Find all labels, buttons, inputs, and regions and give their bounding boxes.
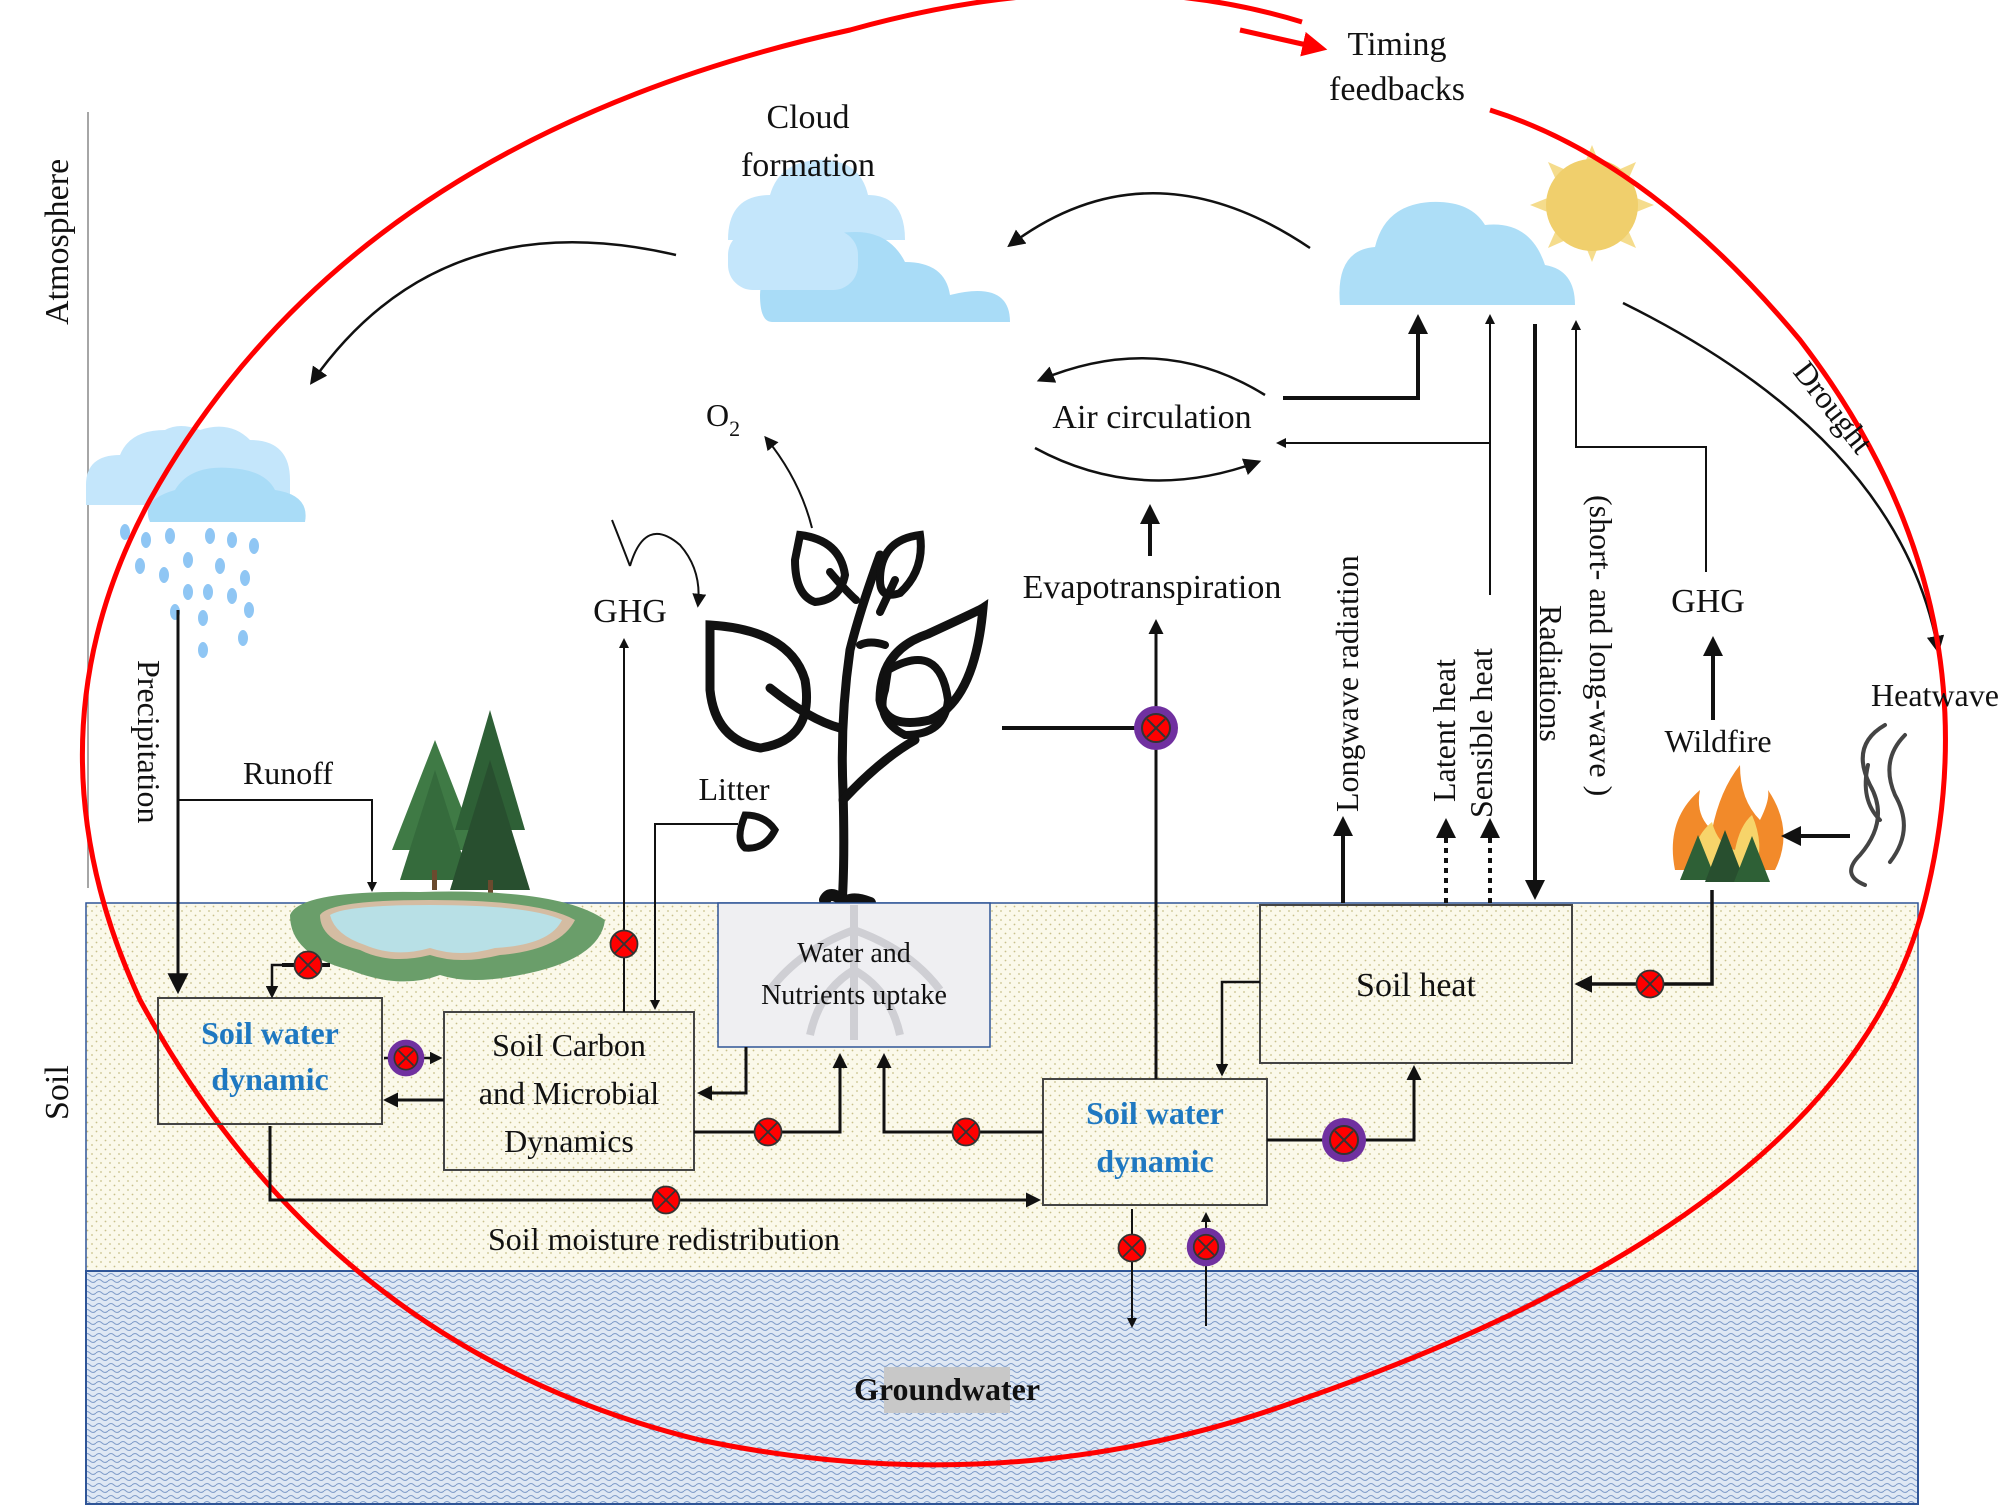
groundwater-label: Groundwater <box>854 1371 1040 1407</box>
lake-icon <box>290 891 605 982</box>
soil-carbon-line2: and Microbial <box>479 1075 660 1111</box>
arc-sun-to-cloud <box>1007 192 1311 250</box>
marker-plant-to-et <box>1133 705 1179 751</box>
soil-carbon-line1: Soil Carbon <box>492 1027 646 1063</box>
longwave-radiation-label: Longwave radiation <box>1329 555 1365 812</box>
wildfire-icon <box>1672 765 1784 882</box>
lake-to-soilwater-arrow <box>265 963 282 999</box>
feedback-loop-arrow <box>1239 27 1328 57</box>
soil-zone-label: Soil <box>39 1065 76 1120</box>
heatwave-icon <box>1849 723 1907 887</box>
marker-wildfire-to-soilheat <box>1635 969 1665 999</box>
sensible-heat-label: Sensible heat <box>1463 648 1499 818</box>
precipitation-label: Precipitation <box>131 660 167 824</box>
groundwater-label-bg <box>884 1367 1010 1413</box>
ghg-right-label: GHG <box>1671 583 1745 620</box>
atmosphere-zone-label: Atmosphere <box>39 159 76 325</box>
runoff-label: Runoff <box>243 755 333 791</box>
soilwater-to-soilheat-arrow <box>1267 1065 1422 1142</box>
uptake-line2: Nutrients uptake <box>761 980 947 1011</box>
redistribution-arrow <box>268 1126 1041 1208</box>
o2-label: O2 <box>706 397 740 441</box>
air-circulation-arc-top <box>1036 357 1266 397</box>
raindrops-icon <box>120 524 259 658</box>
soil-heat-label: Soil heat <box>1356 967 1476 1004</box>
soil-water-left-line2: dynamic <box>211 1061 328 1097</box>
cloud-formation-icon <box>728 160 1010 322</box>
radiations-label: Radiations <box>1533 605 1569 742</box>
marker-redistribution <box>651 1185 681 1215</box>
soilheat-to-soilwater-arrow <box>1215 980 1260 1077</box>
air-circulation-arc-bottom <box>1034 446 1262 482</box>
soil-carbon-box <box>443 1011 695 1171</box>
o2-arrow <box>764 435 813 529</box>
drought-label: Drought <box>1786 354 1880 460</box>
soil-water-center-line2: dynamic <box>1096 1143 1213 1179</box>
runoff-arrow <box>178 799 377 892</box>
soil-water-left-line1: Soil water <box>201 1015 339 1051</box>
marker-capillary-rise <box>1185 1226 1227 1268</box>
ghg-left-squiggle-arrow <box>611 519 699 605</box>
carbon-to-uptake-arrow <box>694 1053 848 1134</box>
plant-icon <box>705 530 989 911</box>
heatwave-label: Heatwave <box>1871 677 1999 713</box>
marker-soilwater-to-soilheat <box>1321 1117 1367 1163</box>
marker-soilwater-to-uptake <box>951 1117 981 1147</box>
wildfire-label: Wildfire <box>1664 723 1771 759</box>
marker-lake-to-soilwater <box>293 950 323 980</box>
cloud-formation-label-2: formation <box>741 147 875 184</box>
arc-cloud-to-rain <box>309 240 677 385</box>
marker-carbon-to-ghg <box>609 929 639 959</box>
pine-trees-icon <box>392 710 530 898</box>
marker-drainage <box>1117 1233 1147 1263</box>
soil-carbon-line3: Dynamics <box>504 1123 634 1159</box>
roots-icon <box>766 905 944 1040</box>
wildfire-to-soilheat-arrow <box>1574 890 1714 993</box>
arc-drought <box>1622 301 1945 654</box>
ghg-right-to-sun-line <box>1571 320 1707 572</box>
timing-feedback-loop <box>80 0 1948 1468</box>
rain-cloud-icon <box>86 426 306 522</box>
air-to-cloud-arrow <box>1283 314 1428 400</box>
marker-soilwater-to-carbon <box>386 1038 426 1078</box>
timing-feedbacks-label-2: feedbacks <box>1329 71 1465 108</box>
evapotranspiration-label: Evapotranspiration <box>1023 569 1282 606</box>
ghg-left-label: GHG <box>593 593 667 630</box>
uptake-line1: Water and <box>797 938 911 969</box>
cloud-formation-label-1: Cloud <box>766 99 849 136</box>
radiations-detail-label: (short- and long-wave ) <box>1583 495 1619 796</box>
timing-feedbacks-label-1: Timing <box>1348 26 1447 63</box>
sun-cloud-icon <box>1339 201 1575 305</box>
latent-heat-label: Latent heat <box>1426 659 1462 802</box>
litter-label: Litter <box>698 771 769 807</box>
litter-arrow <box>650 823 738 1010</box>
air-circulation-label: Air circulation <box>1052 399 1251 436</box>
sun-icon <box>1530 145 1654 262</box>
soil-moisture-redistribution-label: Soil moisture redistribution <box>488 1221 840 1257</box>
uptake-to-carbon-arrow <box>697 1047 748 1101</box>
soil-heat-box <box>1259 904 1573 1064</box>
soil-water-center-line1: Soil water <box>1086 1095 1224 1131</box>
marker-carbon-to-uptake <box>753 1117 783 1147</box>
soilwater-to-uptake-arrow <box>876 1053 1043 1134</box>
